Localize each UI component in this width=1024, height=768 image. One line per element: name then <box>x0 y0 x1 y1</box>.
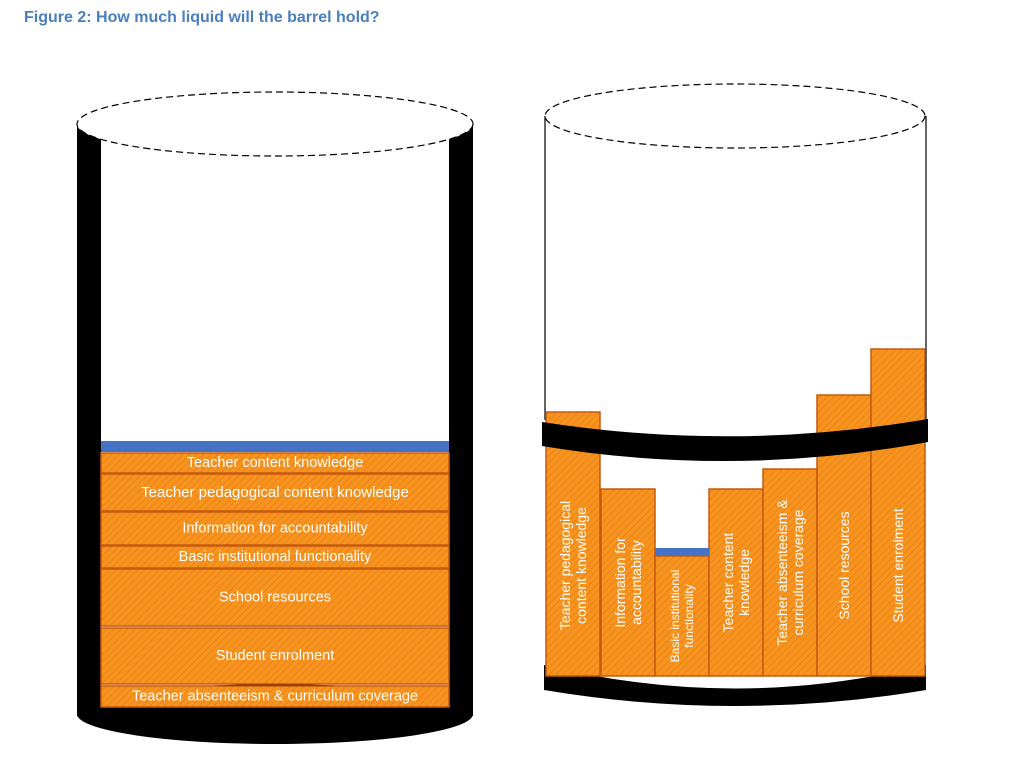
left-layer <box>100 545 450 569</box>
right-stave-label-line: accountability <box>628 540 644 625</box>
left-layer-label: Teacher pedagogical content knowledge <box>141 484 409 501</box>
figure-title: Figure 2: How much liquid will the barre… <box>24 9 380 26</box>
right-stave-label-line: content knowledge <box>573 507 589 624</box>
right-stave-label-line: functionality <box>682 584 696 647</box>
right-stave-label: School resources <box>836 511 852 619</box>
left-barrel-liquid <box>101 441 449 452</box>
right-barrel-staves: Teacher pedagogicalcontent knowledge Info… <box>545 348 926 677</box>
right-stave <box>545 411 601 677</box>
right-stave-label-line: Student enrolment <box>890 508 906 623</box>
left-layer <box>100 452 450 474</box>
left-layer-label: Basic institutional functionality <box>179 549 372 565</box>
left-barrel-wall-left <box>77 124 101 716</box>
right-barrel-bottom-band <box>544 665 926 706</box>
left-layer <box>100 685 450 708</box>
left-barrel-wall-right <box>449 124 473 716</box>
left-layer <box>100 511 450 546</box>
right-stave-label-line: knowledge <box>736 549 752 616</box>
right-stave-label-line: Teacher content <box>720 533 736 633</box>
right-stave-label-line: School resources <box>836 511 852 619</box>
right-barrel-rim <box>544 83 926 149</box>
left-layer-label: Teacher absenteeism & curriculum coverag… <box>132 689 418 705</box>
left-layer-label: Teacher content knowledge <box>187 455 364 471</box>
right-stave-label-line: curriculum coverage <box>790 509 806 635</box>
right-barrel: Teacher pedagogicalcontent knowledge Info… <box>542 83 928 706</box>
left-layer <box>100 627 450 685</box>
left-layer-label: Student enrolment <box>216 648 335 664</box>
right-barrel-liquid <box>655 548 709 556</box>
right-stave-label-line: Basic institutional <box>668 570 682 663</box>
left-layer <box>100 568 450 627</box>
right-stave <box>600 488 656 677</box>
right-barrel-hoop <box>542 419 928 462</box>
left-layer-label: School resources <box>219 590 331 606</box>
left-barrel-rim <box>76 91 474 157</box>
right-stave-label: Teacher pedagogicalcontent knowledge <box>557 501 589 630</box>
right-stave <box>762 468 818 677</box>
right-stave-label: Student enrolment <box>890 508 906 623</box>
right-stave-label-line: Teacher absenteeism & <box>774 499 790 646</box>
right-stave-label: Teacher contentknowledge <box>720 533 752 633</box>
left-layer <box>100 473 450 512</box>
right-stave-label-line: Information for <box>612 537 628 628</box>
right-stave-label-line: Teacher pedagogical <box>557 501 573 630</box>
right-stave-label: Basic institutionalfunctionality <box>668 570 696 663</box>
left-layer-label: Information for accountability <box>182 521 368 537</box>
right-stave-label: Teacher absenteeism &curriculum coverage <box>774 499 806 646</box>
right-stave-label: Information foraccountability <box>612 537 644 628</box>
right-stave <box>870 348 926 677</box>
